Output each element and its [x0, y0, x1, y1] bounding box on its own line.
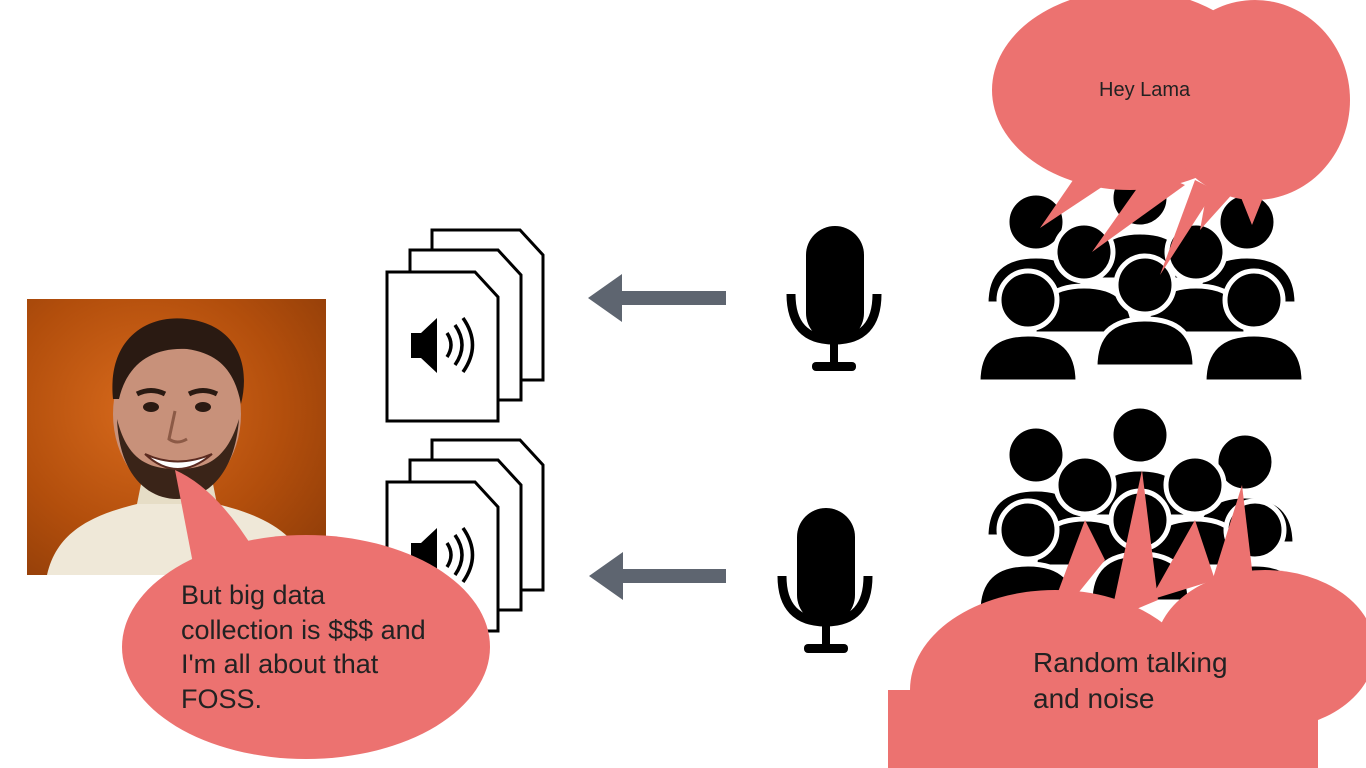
- microphone-icon: [777, 508, 873, 653]
- bottom-crowd-bubble-text: Random talking and noise: [1033, 647, 1228, 714]
- person-bubble-text: But big data collection is $$$ and I'm a…: [181, 580, 426, 714]
- left-arrow-icon: [588, 274, 726, 322]
- top-crowd-bubble-text: Hey Lama: [1099, 79, 1191, 101]
- left-arrow-icon: [589, 552, 726, 600]
- person-speech-bubble: [122, 470, 490, 759]
- bottom-crowd-speech-bubble: [888, 470, 1366, 768]
- presenter-photo: [27, 299, 326, 575]
- microphone-icon: [786, 226, 882, 371]
- audio-file-stack-icon: [385, 228, 545, 423]
- top-crowd-speech-bubble: [992, 0, 1350, 275]
